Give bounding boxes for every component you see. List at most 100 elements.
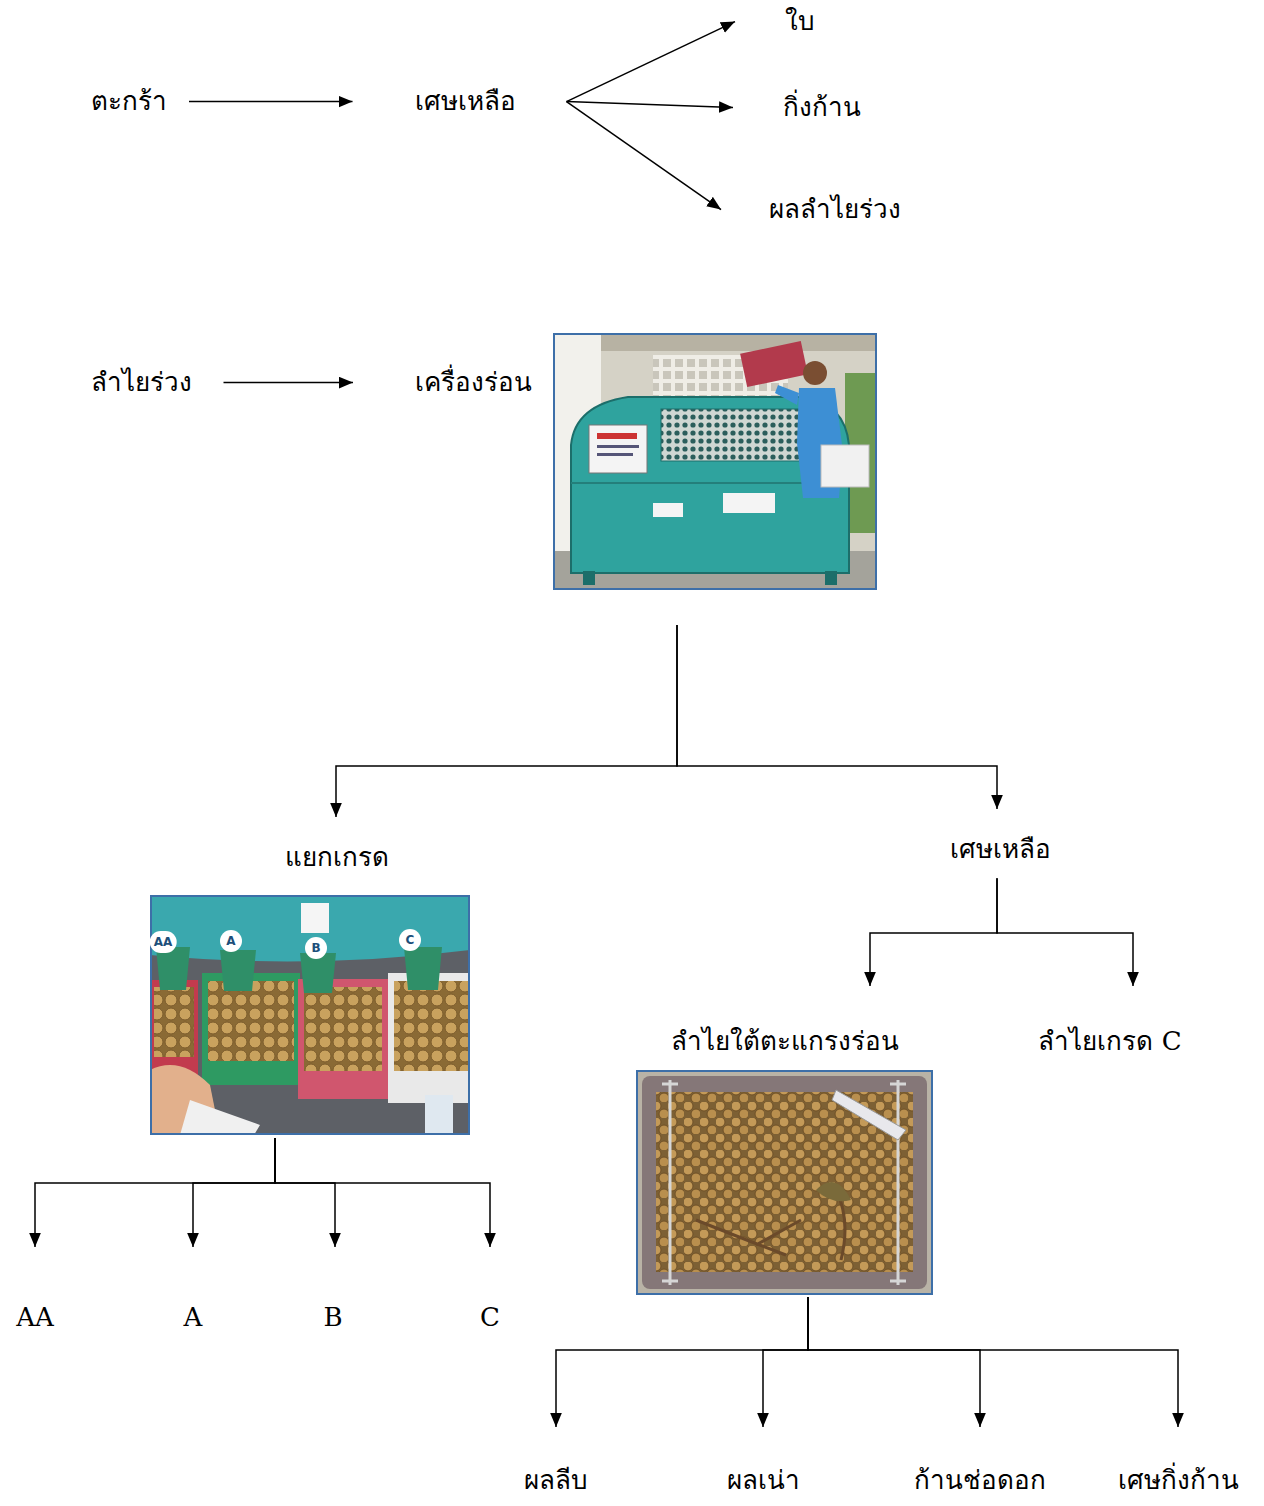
node-text: ลำไยร่วง	[91, 367, 192, 398]
flow-arrow	[35, 1138, 275, 1247]
flow-label: ผลเน่า	[727, 1465, 800, 1496]
grading-bins-photo	[208, 981, 294, 1061]
sieve-machine-photo	[825, 571, 837, 585]
flow-label: กิ่งก้าน	[783, 92, 861, 123]
grading-bins-photo	[301, 903, 329, 933]
bin-grade-badge: AA	[150, 931, 177, 953]
flow-label: C	[480, 1302, 500, 1333]
sieve-machine-photo	[723, 493, 775, 513]
grading-bins-photo	[394, 981, 470, 1071]
sieve-machine-photo	[553, 333, 877, 590]
flow-label: ผลลีบ	[524, 1465, 588, 1496]
node-text: ผลลำไยร่วง	[769, 194, 901, 225]
node-text: เศษกิ่งก้าน	[1118, 1465, 1239, 1496]
flow-arrow	[677, 625, 997, 809]
sieve-machine-photo	[775, 385, 799, 405]
under-sieve-tray-photo	[642, 1076, 927, 1289]
grading-bins-photo	[154, 987, 194, 1057]
grading-bins-photo	[300, 953, 336, 993]
under-sieve-tray-photo	[662, 1080, 906, 1285]
node-text: ลำไยใต้ตะแกรงร่อน	[671, 1026, 899, 1057]
flow-arrow	[193, 1138, 275, 1247]
grading-bins-photo	[150, 895, 470, 1135]
flow-label: ตะกร้า	[91, 86, 167, 117]
sieve-machine-photo	[597, 453, 633, 456]
flow-label: AA	[16, 1302, 54, 1333]
photo-step-box: ลำไยใต้ตะแกรงร่อน	[636, 1026, 933, 1296]
photo-step-box: เครื่องร่อน	[410, 333, 878, 590]
sieve-machine-photo	[553, 333, 877, 351]
sieve-machine-photo	[597, 433, 637, 439]
flow-arrow	[275, 1138, 335, 1247]
flow-label: ลำไยร่วง	[91, 367, 192, 398]
sieve-machine-photo	[553, 333, 877, 590]
under-sieve-tray-photo	[832, 1090, 906, 1140]
under-sieve-tray-photo	[636, 1070, 933, 1295]
grading-bins-photo	[388, 973, 470, 1103]
node-text: AA	[16, 1302, 54, 1333]
flow-arrow	[567, 102, 722, 210]
photo-step-box: แยกเกรด	[150, 842, 470, 1137]
grading-bins-photo	[150, 895, 470, 1135]
node-text: กิ่งก้าน	[783, 92, 861, 123]
sieve-machine-photo	[589, 425, 647, 473]
node-text: B	[323, 1302, 342, 1333]
node-text: ลำไยเกรด C	[1038, 1026, 1181, 1057]
node-text: แยกเกรด	[285, 842, 389, 873]
grading-bins-photo	[404, 947, 442, 990]
grading-bins-photo	[151, 896, 469, 1134]
node-text: A	[184, 1302, 203, 1333]
sieve-machine-photo	[583, 571, 595, 585]
node-text: ผลเน่า	[727, 1465, 800, 1496]
bin-grade-badge: A	[220, 930, 242, 952]
node-text: ตะกร้า	[91, 86, 167, 117]
sieve-machine-photo	[554, 334, 876, 589]
bin-grade-badge: C	[399, 929, 421, 951]
flow-arrow	[997, 878, 1133, 986]
flow-label: ใบ	[785, 6, 815, 37]
flow-label: ผลลำไยร่วง	[769, 194, 901, 225]
flow-arrow	[808, 1297, 1178, 1427]
sieve-machine-photo	[740, 341, 808, 387]
grading-bins-photo	[304, 987, 382, 1071]
under-sieve-tray-photo	[696, 1190, 845, 1260]
flow-label: ลำไยเกรด C	[1038, 1026, 1181, 1057]
grading-bins-photo	[298, 979, 388, 1099]
sieve-machine-photo	[803, 361, 827, 385]
flow-label: เศษเหลือ	[950, 834, 1051, 865]
flow-label: เศษกิ่งก้าน	[1118, 1465, 1239, 1496]
sieve-machine-photo	[597, 445, 639, 448]
node-text: C	[480, 1302, 500, 1333]
node-text: ก้านช่อดอก	[914, 1465, 1046, 1496]
sieve-machine-photo	[821, 445, 869, 487]
grading-bins-photo	[425, 1095, 453, 1135]
flow-arrow	[556, 1297, 808, 1427]
node-text: ผลลีบ	[524, 1465, 588, 1496]
sieve-machine-photo	[661, 409, 819, 461]
under-sieve-tray-photo	[816, 1182, 851, 1201]
flow-arrow	[763, 1297, 808, 1427]
flow-arrow	[870, 878, 997, 986]
under-sieve-tray-photo	[636, 1070, 933, 1295]
flow-label: เศษเหลือ	[415, 86, 516, 117]
flow-label: A	[184, 1302, 203, 1333]
grading-bins-photo	[156, 947, 190, 990]
node-text: ใบ	[785, 6, 815, 37]
flow-arrow	[224, 382, 354, 384]
sieve-machine-photo	[653, 503, 683, 517]
flow-label: B	[323, 1302, 342, 1333]
bin-grade-badge: B	[305, 937, 327, 959]
under-sieve-tray-photo	[637, 1071, 932, 1294]
node-text: เศษเหลือ	[415, 86, 516, 117]
grading-bins-photo	[220, 950, 256, 991]
flow-arrow	[336, 625, 677, 817]
node-text: เศษเหลือ	[950, 834, 1051, 865]
flow-label: ก้านช่อดอก	[914, 1465, 1046, 1496]
flow-arrow	[808, 1297, 980, 1427]
flow-arrow	[567, 102, 734, 108]
node-text: เครื่องร่อน	[415, 367, 532, 398]
flow-arrow	[567, 22, 736, 102]
flow-arrow	[275, 1138, 490, 1247]
